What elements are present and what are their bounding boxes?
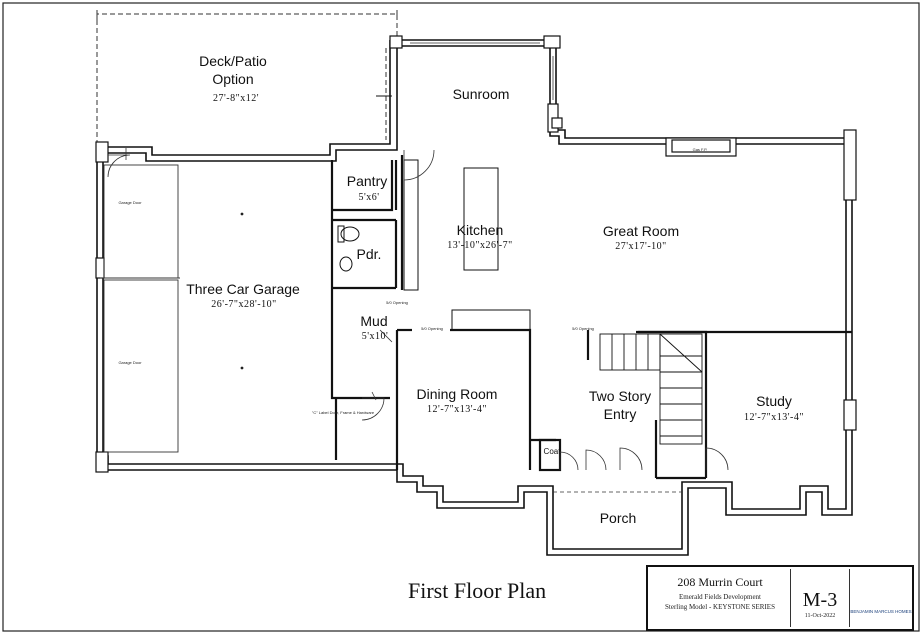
model-name: Sterling Model - KEYSTONE SERIES — [665, 603, 775, 611]
kitchen-island — [463, 167, 499, 271]
great-room-dims: 27'x17'-10" — [615, 241, 667, 252]
title-block: 208 Murrin Court Emerald Fields Developm… — [646, 565, 914, 631]
study-dims: 12'-7"x13'-4" — [744, 412, 804, 423]
plan-title: First Floor Plan — [408, 578, 547, 603]
entry-label-line2: Entry — [603, 406, 637, 422]
project-address: 208 Murrin Court — [677, 575, 763, 589]
deck-dims: 27'-8"x12' — [212, 93, 260, 104]
deck-corner-marks — [96, 10, 398, 20]
kitchen-label: Kitchen — [456, 222, 504, 238]
title-block-sheet: M-3 11-Oct-2022 — [791, 569, 850, 627]
fire-door-note: "C" Label Door, Frame & Hardware — [311, 410, 375, 415]
opening-note-1: 5/0 Opening — [421, 326, 443, 331]
exterior-walls — [96, 39, 853, 556]
deck-option-label: Option — [212, 71, 254, 87]
toilet-icon — [337, 225, 360, 243]
garage-door-note-1: Garage Door — [118, 200, 142, 205]
title-block-logo: BENJAMIN MARCUS HOMES — [850, 569, 912, 627]
fireplace-icon — [665, 137, 737, 157]
sink-icon — [339, 256, 353, 272]
door-swings — [107, 149, 729, 471]
staircase — [599, 333, 703, 445]
dining-dims: 12'-7"x13'-4" — [427, 404, 487, 415]
title-block-info: 208 Murrin Court Emerald Fields Developm… — [650, 569, 791, 627]
garage-door-note-2: Garage Door — [118, 360, 142, 365]
garage-doors — [100, 164, 180, 453]
study-label: Study — [756, 393, 792, 409]
gas-fp-note: Gas F.P. — [692, 147, 708, 152]
deck-outline — [96, 13, 398, 145]
garage-label: Three Car Garage — [186, 281, 300, 297]
coat-label: Coat — [543, 447, 561, 456]
opening-note-2: 5/0 Opening — [572, 326, 594, 331]
wall-pilasters — [95, 35, 857, 473]
interior-walls — [330, 155, 852, 480]
development-name: Emerald Fields Development — [678, 593, 762, 601]
kitchen-dims: 13'-10"x26'-7" — [447, 240, 513, 251]
dining-buffet — [451, 309, 531, 331]
garage-outlets — [240, 212, 244, 370]
deck-label: Deck/Patio — [199, 53, 267, 69]
porch-label: Porch — [599, 510, 637, 526]
powder-label: Pdr. — [356, 246, 382, 262]
company-name: BENJAMIN MARCUS HOMES — [850, 609, 912, 614]
mud-dims: 5'x10' — [361, 331, 389, 342]
sheet-number: M-3 — [802, 589, 838, 611]
mud-label: Mud — [360, 313, 388, 329]
garage-dims: 26'-7"x28'-10" — [211, 299, 277, 310]
sheet-date: 11-Oct-2022 — [804, 613, 836, 619]
great-room-label: Great Room — [602, 223, 680, 239]
garage-step-marks — [125, 148, 377, 401]
sunroom-windows — [410, 42, 554, 100]
opening-note-3: 5/0 Opening — [386, 300, 408, 305]
sunroom-label: Sunroom — [452, 86, 510, 102]
kitchen-counter — [403, 159, 419, 291]
pantry-dims: 5'x6' — [358, 192, 380, 203]
entry-label-line1: Two Story — [588, 388, 652, 404]
pantry-label: Pantry — [346, 173, 388, 189]
dining-label: Dining Room — [416, 386, 498, 402]
